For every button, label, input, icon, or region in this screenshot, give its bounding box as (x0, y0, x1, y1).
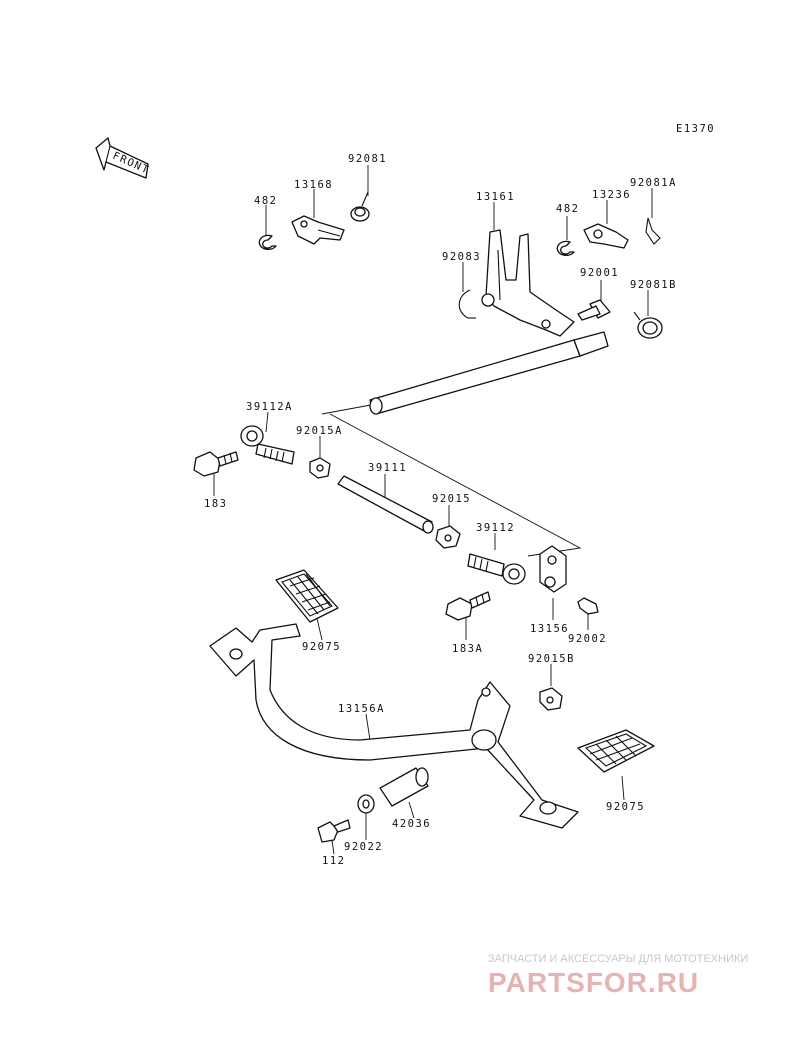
label-482-right: 482 (556, 203, 579, 215)
circlip-482-left (258, 234, 277, 251)
watermark-brand: PARTSFOR.RU (488, 967, 699, 998)
diagram-code: E1370 (676, 123, 715, 135)
spring-92081a (645, 217, 661, 245)
label-42036: 42036 (392, 818, 431, 830)
label-92002: 92002 (568, 633, 607, 645)
label-92081: 92081 (348, 153, 387, 165)
front-arrow-icon: FRONT (95, 137, 151, 179)
label-92075-right: 92075 (606, 801, 645, 813)
label-183: 183 (204, 498, 227, 510)
nut-92015b (539, 687, 563, 711)
washer-92022 (357, 794, 375, 814)
spring-92081 (350, 191, 370, 222)
clip-92083 (458, 289, 476, 319)
label-92015a: 92015A (296, 425, 343, 437)
circlip-482-right (556, 240, 575, 257)
label-39112: 39112 (476, 522, 515, 534)
label-92015b: 92015B (528, 653, 575, 665)
bolt-92001 (577, 299, 611, 321)
nut-92015a (309, 457, 331, 479)
sleeve-42036 (379, 767, 429, 807)
label-92015: 92015 (432, 493, 471, 505)
pedal-pad-92075-left (275, 569, 339, 623)
screw-92002 (577, 597, 599, 615)
label-39112a: 39112A (246, 401, 293, 413)
plate-13236 (583, 223, 629, 249)
label-39111: 39111 (368, 462, 407, 474)
pedal-pad-92075-right (577, 729, 655, 773)
label-92081b: 92081B (630, 279, 677, 291)
tie-rod-39111 (337, 475, 434, 534)
watermark: ЗАПЧАСТИ И АКСЕССУАРЫ ДЛЯ МОТОТЕХНИКИ PA… (488, 953, 748, 998)
bolt-183a (445, 591, 491, 621)
shift-arm-13161 (481, 229, 575, 337)
label-92001: 92001 (580, 267, 619, 279)
label-92083: 92083 (442, 251, 481, 263)
part-labels: 482 13168 92081 13161 92083 482 13236 92… (204, 153, 677, 867)
label-92081a: 92081A (630, 177, 677, 189)
nut-92015 (435, 525, 461, 549)
plate-13168 (291, 215, 345, 245)
spring-92081b (633, 311, 663, 339)
clamp-13156 (539, 545, 567, 593)
pedal-13156a (209, 623, 579, 829)
label-183a: 183A (452, 643, 483, 655)
label-13156: 13156 (530, 623, 569, 635)
bolt-183 (193, 451, 239, 477)
label-112: 112 (322, 855, 345, 867)
label-92075-left: 92075 (302, 641, 341, 653)
watermark-tagline: ЗАПЧАСТИ И АКСЕССУАРЫ ДЛЯ МОТОТЕХНИКИ (488, 953, 748, 965)
label-482-left: 482 (254, 195, 277, 207)
label-13156a: 13156A (338, 703, 385, 715)
label-92022: 92022 (344, 841, 383, 853)
leader-lines (213, 165, 653, 855)
bolt-112 (317, 819, 351, 843)
label-13168: 13168 (294, 179, 333, 191)
label-13161: 13161 (476, 191, 515, 203)
rod-end-39112 (467, 553, 526, 585)
shift-shaft (369, 331, 609, 415)
label-13236: 13236 (592, 189, 631, 201)
rod-end-39112a (240, 425, 295, 465)
